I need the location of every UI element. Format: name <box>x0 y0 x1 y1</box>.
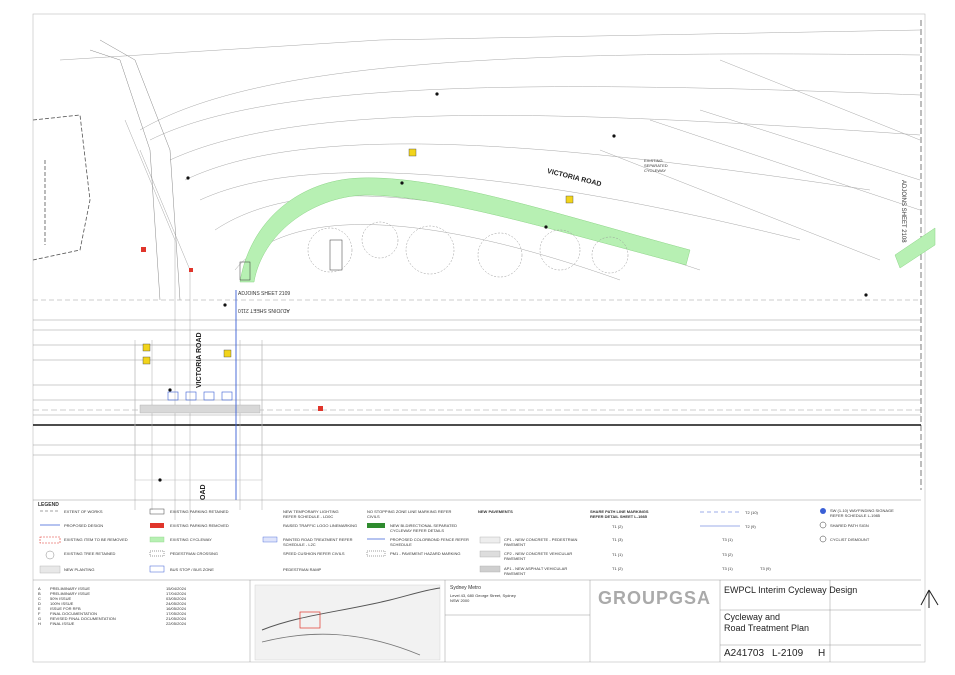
drawing-title-line-2: Road Treatment Plan <box>724 623 810 633</box>
road-linework <box>59 29 921 520</box>
legend-item: EXTENT OF WORKS <box>64 509 103 514</box>
legend-item: PEDESTRIAN RAMP <box>283 567 322 572</box>
legend-item: EXISTING PARKING REMOVED <box>170 523 229 528</box>
legend-item: NEW TEMPORARY LIGHTING REFER SCHEDULE - … <box>283 509 339 519</box>
legend-item: CP2 - NEW CONCRETE VEHICULAR PAVEMENT <box>504 551 573 561</box>
legend-item: PEDESTRIAN CROSSING <box>170 551 219 556</box>
legend-item: SHARED PATH SIGN <box>830 523 869 528</box>
legend-item: NO STOPPING ZONE LINE MARKING REFER CIVI… <box>367 509 452 519</box>
legend-item: EXISTING TREE RETAINED <box>64 551 116 556</box>
legend-item: PAINTED ROAD TREATMENT REFER SCHEDULE - … <box>283 537 353 547</box>
legend-item: CYCLIST DISMOUNT <box>830 537 870 542</box>
sheet-title: EWPCL Interim Cycleway Design <box>724 585 858 595</box>
legend-item: T1 (2) <box>612 566 623 571</box>
legend-item: NEW PLANTING <box>64 567 95 572</box>
legend-item: BUS STOP / BUS ZONE <box>170 567 214 572</box>
legend-item: T2 (10) <box>745 510 758 515</box>
legend-item: T1 (1) <box>612 552 623 557</box>
location-map <box>254 584 441 661</box>
legend-item: T3 (1) <box>722 537 733 542</box>
legend-item: EXISTING ITEM TO BE REMOVED <box>64 537 128 542</box>
road-bands <box>33 299 921 456</box>
legend-item: EXISTING CYCLEWAY <box>170 537 212 542</box>
existing-cycleway <box>239 177 691 283</box>
drawing-number: L-2109 <box>772 648 804 659</box>
legend-item: NEW BI-DIRECTIONAL SEPARATED CYCLEWAY RE… <box>390 523 458 533</box>
project-number: A241703 <box>724 648 765 659</box>
legend-item: PM1 - PAVEMENT HAZARD MARKING <box>390 551 461 556</box>
legend-item: T1 (3) <box>612 537 623 542</box>
legend-swatches <box>39 508 827 574</box>
consultant-logo: GROUPGSA <box>598 588 712 608</box>
legend-item: RAISED TRAFFIC LOGO LINEMARKING <box>283 523 358 528</box>
legend-item: T1 (2) <box>612 524 623 529</box>
road-label-victoria-left: VICTORIA ROAD <box>196 332 203 388</box>
client-address: Level 43, 680 George Street, Sydney NSW … <box>450 593 516 603</box>
callout-existing-cycleway: EXISTING SEPARATED CYCLEWAY <box>644 158 668 173</box>
legend-item: SW (1-10) WAYFINDING SIGNAGE REFER SCHED… <box>830 508 894 518</box>
legend-item: CP1 - NEW CONCRETE - PEDESTRIAN PAVEMENT <box>504 537 578 547</box>
client-name: Sydney Metro <box>450 585 481 591</box>
legend-item: EXISTING PARKING RETAINED <box>170 509 229 514</box>
removed-items <box>141 247 323 411</box>
warning-signs <box>142 148 574 365</box>
parking-bays <box>167 391 233 401</box>
legend-item: NEW PAVEMENTS <box>478 509 513 514</box>
adjoins-label-bottom: ADJOINS SHEET 2110 <box>238 307 290 313</box>
legend-title: LEGEND <box>38 502 59 508</box>
legend-item: AP1 - NEW ASPHALT VEHICULAR PAVEMENT <box>504 566 568 576</box>
existing-trees <box>307 221 629 278</box>
adjoins-label-right: ADJOINS SHEET 2108 <box>900 180 906 243</box>
title-block <box>33 499 921 662</box>
legend-item: SHARE PATH LINE MARKINGS REFER DETAIL SH… <box>590 509 649 519</box>
drawing-title-line-1: Cycleway and <box>724 612 781 622</box>
legend-item: T2 (9) <box>745 524 756 529</box>
legend-item: T3 (2) <box>722 552 733 557</box>
legend-item: T3 (1) <box>722 566 733 571</box>
legend-item: PROPOSED DESIGN <box>64 523 104 528</box>
adjoins-label-top: ADJOINS SHEET 2109 <box>238 291 291 297</box>
revision-letter: H <box>818 648 826 659</box>
legend-item: PROPOSED COLORBOND FENCE REFER SCHEDULE <box>390 537 469 547</box>
north-arrow-icon <box>920 589 939 608</box>
road-label-oad: OAD <box>200 484 207 500</box>
legend-item: T3 (9) <box>760 566 771 571</box>
legend-item: SPEED CUSHION REFER CIVILS <box>283 551 345 556</box>
building-outline <box>32 114 91 261</box>
